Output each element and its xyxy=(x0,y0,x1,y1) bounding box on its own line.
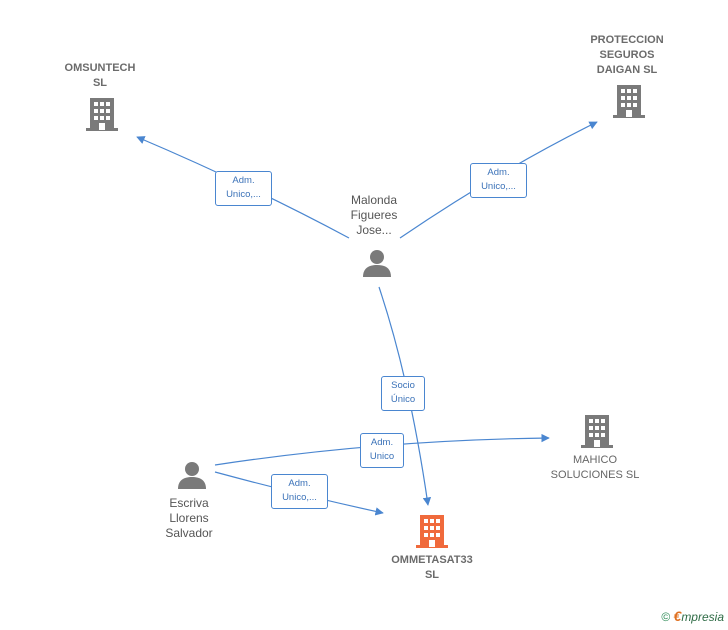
company-label-omsuntech[interactable]: OMSUNTECH SL xyxy=(64,62,136,89)
person-icon[interactable] xyxy=(177,460,207,490)
building-icon[interactable] xyxy=(86,96,118,132)
edge-label-malonda-omsuntech[interactable]: Adm. Unico,... xyxy=(215,171,272,206)
brand-logo-text: mpresia xyxy=(681,610,724,624)
building-icon[interactable] xyxy=(613,83,645,119)
person-label-malonda[interactable]: Malonda Figueres Jose... xyxy=(350,193,398,237)
edge-label-escriva-ommetasat[interactable]: Adm. Unico,... xyxy=(271,474,328,509)
building-icon-focus[interactable] xyxy=(416,513,448,549)
copyright-symbol: © xyxy=(661,610,671,624)
brand-logo-e: € xyxy=(673,608,682,624)
company-label-ommetasat[interactable]: OMMETASAT33 SL xyxy=(391,554,473,581)
edge-label-escriva-mahico[interactable]: Adm. Unico xyxy=(360,433,404,468)
company-label-mahico[interactable]: MAHICO SOLUCIONES SL xyxy=(550,454,640,481)
brand-footer: © €mpresia xyxy=(661,608,724,624)
edge-label-malonda-ommetasat[interactable]: Socio Único xyxy=(381,376,425,411)
building-icon[interactable] xyxy=(581,413,613,449)
person-icon[interactable] xyxy=(362,248,392,278)
company-label-proteccion[interactable]: PROTECCION SEGUROS DAIGAN SL xyxy=(590,34,664,76)
edge-label-malonda-proteccion[interactable]: Adm. Unico,... xyxy=(470,163,527,198)
person-label-escriva[interactable]: Escriva Llorens Salvador xyxy=(165,496,213,540)
